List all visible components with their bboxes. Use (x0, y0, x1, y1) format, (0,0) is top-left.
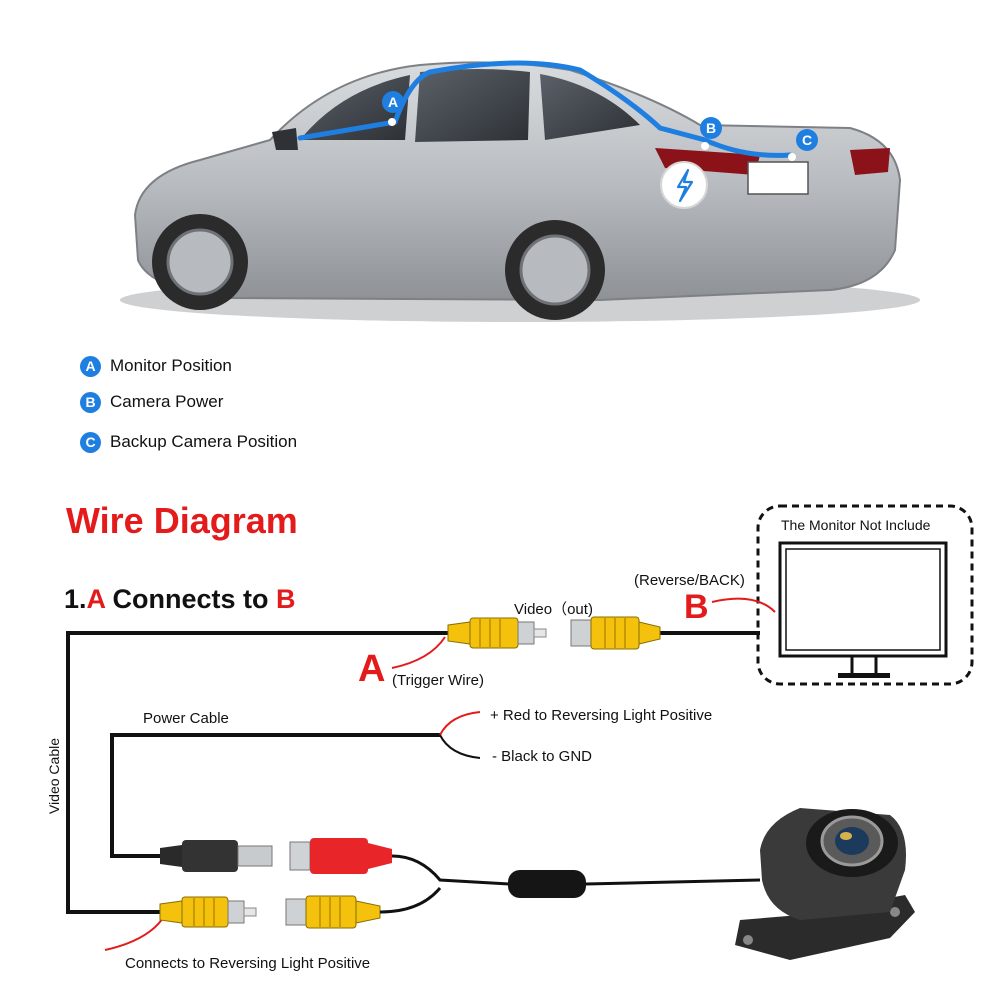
camera-cable-wire (585, 878, 761, 886)
marker-dot-b (701, 142, 709, 150)
monitor-icon (778, 541, 948, 678)
dc-socket-red (289, 838, 392, 874)
legend-label-backup-camera: Backup Camera Position (110, 432, 298, 451)
rca-plug-yellow-top (447, 617, 547, 649)
reverse-wire-curve (711, 597, 776, 613)
diagram-subtitle: 1.A Connects to B (64, 584, 296, 615)
red-wire-split (439, 711, 481, 736)
legend-badge-a: A (80, 355, 101, 377)
svg-text:B: B (706, 120, 716, 136)
marker-badge-b: B (700, 117, 722, 139)
reverse-back-label: (Reverse/BACK) (634, 572, 745, 589)
legend-item-camera-power: B Camera Power (80, 390, 223, 414)
car-front-rim (166, 228, 234, 296)
svg-text:C: C (802, 132, 812, 148)
trigger-wire-curve (391, 636, 446, 669)
subtitle-letter-b: B (276, 584, 296, 614)
power-bolt-icon (660, 161, 708, 209)
black-wire-split (439, 734, 481, 759)
marker-badge-a: A (382, 91, 404, 113)
rca-jack-yellow-bottom (285, 895, 381, 929)
dc-plug-black (160, 840, 273, 872)
video-cable-wire (66, 631, 448, 914)
subtitle-letter-a: A (86, 584, 106, 614)
rca-jack-yellow-top (570, 616, 661, 650)
monitor-dashed-frame (756, 504, 974, 686)
subtitle-prefix: 1. (64, 584, 87, 614)
trigger-wire-label: (Trigger Wire) (392, 672, 484, 689)
marker-badge-c: C (796, 129, 818, 151)
svg-text:A: A (388, 94, 398, 110)
power-cable-label: Power Cable (143, 710, 229, 727)
legend-label-camera-power: Camera Power (110, 392, 224, 411)
video-out-label: Video（out) (514, 601, 593, 618)
black-wire-label: - Black to GND (492, 748, 593, 765)
legend-badge-c: C (80, 431, 101, 453)
reversing-light-wire-curve (104, 914, 166, 951)
legend-label-monitor: Monitor Position (110, 356, 232, 375)
camera-merge-wire-bottom (379, 887, 442, 914)
legend-item-monitor: A Monitor Position (80, 354, 232, 378)
rca-plug-yellow-bottom (159, 896, 257, 928)
diagram-title: Wire Diagram (66, 500, 298, 541)
legend-badge-b: B (80, 391, 101, 413)
car-license-plate (747, 161, 809, 195)
letter-a: A (358, 648, 386, 690)
car-tail-light-right (850, 148, 890, 175)
car-illustration: A B C (120, 60, 920, 322)
car-rear-window (540, 74, 640, 140)
power-cable-wire (110, 733, 440, 858)
monitor-not-included-label: The Monitor Not Include (781, 517, 931, 533)
legend-item-backup-camera: C Backup Camera Position (80, 430, 297, 454)
red-wire-label: + Red to Reversing Light Positive (490, 707, 713, 724)
car-mirror (272, 128, 298, 150)
car-wire-path (297, 60, 793, 158)
camera-merge-wire-top (391, 854, 511, 886)
reversing-light-label: Connects to Reversing Light Positive (125, 955, 371, 972)
letter-b: B (684, 588, 709, 626)
car-rear-rim (519, 234, 591, 306)
cable-inline-box (508, 870, 586, 898)
subtitle-mid: Connects to (105, 584, 277, 614)
video-cable-label: Video Cable (46, 737, 62, 815)
marker-dot-a (388, 118, 396, 126)
marker-dot-c (788, 153, 796, 161)
backup-camera-icon (735, 808, 915, 960)
car-side-window (415, 69, 530, 142)
